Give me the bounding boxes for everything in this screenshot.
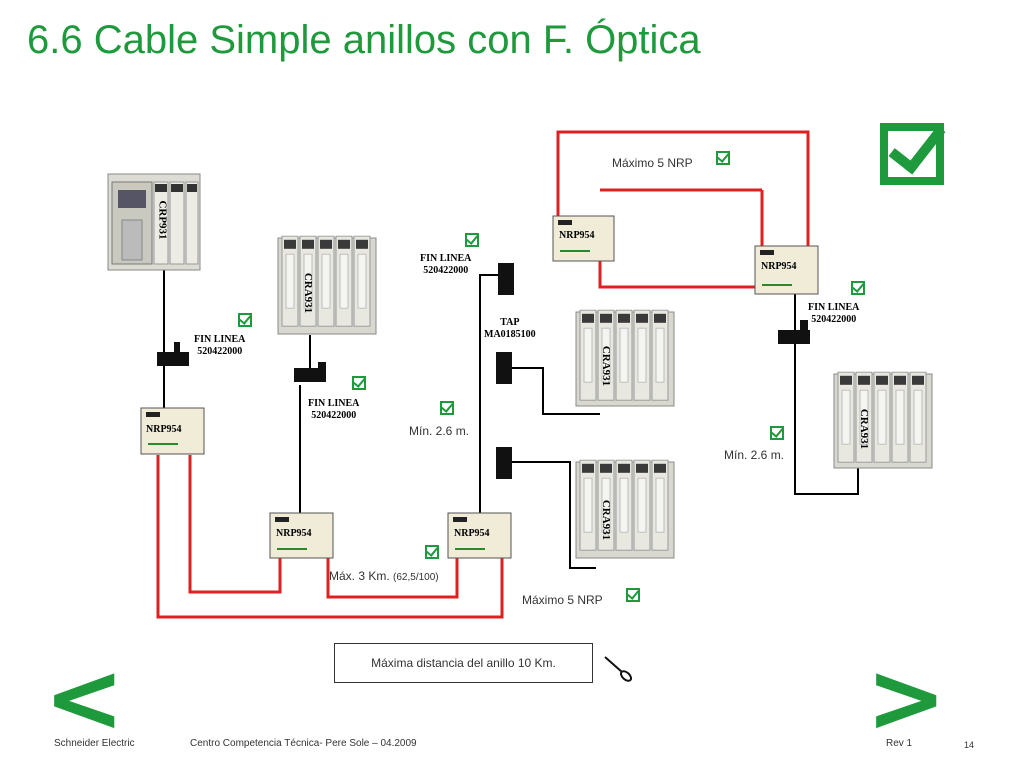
big-check-icon xyxy=(880,123,944,185)
max-km-label: Máx. 3 Km. (62,5/100) xyxy=(329,569,439,583)
cra-mid-bottom-label: CRA931 xyxy=(600,499,613,541)
ring-distance-note: Máxima distancia del anillo 10 Km. xyxy=(334,643,593,683)
cra-rack-mid-top xyxy=(575,309,675,407)
cra-rack-right xyxy=(833,371,933,469)
terminator-right xyxy=(778,330,810,344)
fiber-rings xyxy=(156,130,810,619)
fiber-ring-bottom-inner xyxy=(188,455,282,594)
footer-center: Centro Competencia Técnica- Pere Sole – … xyxy=(190,738,417,749)
max-nrp-top-label: Máximo 5 NRP xyxy=(612,156,693,170)
cra-left-label: CRA931 xyxy=(302,272,315,314)
check-icon-fin-mid xyxy=(465,233,479,247)
min-distance-mid-label: Mín. 2.6 m. xyxy=(409,424,470,438)
terminator-left xyxy=(157,352,189,366)
cra-rack-mid-bottom xyxy=(575,459,675,559)
check-icon-fin-cra-left xyxy=(352,376,366,390)
nrp-leds xyxy=(148,250,792,550)
page-title: 6.6 Cable Simple anillos con F. Óptica xyxy=(27,18,701,62)
check-icon-max-nrp-top xyxy=(716,151,730,165)
crp-label: CRP931 xyxy=(156,200,169,240)
min-distance-right-label: Mín. 2.6 m. xyxy=(724,448,785,462)
cra-mid-top-label: CRA931 xyxy=(600,345,613,387)
nrp-right-label: NRP954 xyxy=(761,261,797,272)
cra-rack-left xyxy=(277,235,377,335)
check-icon-fin-right xyxy=(851,281,865,295)
cable-tap1-to-cra xyxy=(512,367,600,415)
check-icon-max-nrp-bottom xyxy=(626,588,640,602)
footer-company: Schneider Electric xyxy=(54,738,135,749)
terminator-mid xyxy=(498,263,514,295)
nrp-bottom-left-label: NRP954 xyxy=(276,528,312,539)
next-slide-button[interactable]: > xyxy=(866,642,947,754)
nrp-top-label: NRP954 xyxy=(559,230,595,241)
tap-1 xyxy=(496,352,512,384)
fiber-ring-top-inner xyxy=(598,261,764,294)
cable-right-drop xyxy=(794,338,859,495)
check-icon-min-right xyxy=(770,426,784,440)
max-nrp-bottom-label: Máximo 5 NRP xyxy=(522,593,603,607)
check-icon-min-mid xyxy=(440,401,454,415)
fiber-ring-top-outer xyxy=(556,130,810,246)
screwdriver-icon xyxy=(604,656,633,682)
tap-2 xyxy=(496,447,512,479)
check-icon-fin-left xyxy=(238,313,252,327)
nrp-bottom-right-label: NRP954 xyxy=(454,528,490,539)
cra-right-label: CRA931 xyxy=(858,408,871,450)
footer-rev: Rev 1 xyxy=(886,738,913,749)
nrp-ports xyxy=(146,220,774,522)
fiber-ring-bottom-outer xyxy=(156,455,504,619)
check-icon-max-km xyxy=(425,545,439,559)
footer-page-number: 14 xyxy=(964,740,975,750)
previous-slide-button[interactable]: < xyxy=(44,642,125,754)
coax-cables xyxy=(163,270,859,569)
nrp-left-label: NRP954 xyxy=(146,424,182,435)
connectors xyxy=(157,263,810,479)
fiber-ring-bottom-mid xyxy=(326,558,459,599)
cable-tap2-to-cra xyxy=(512,461,596,569)
crp-rack xyxy=(107,173,201,271)
